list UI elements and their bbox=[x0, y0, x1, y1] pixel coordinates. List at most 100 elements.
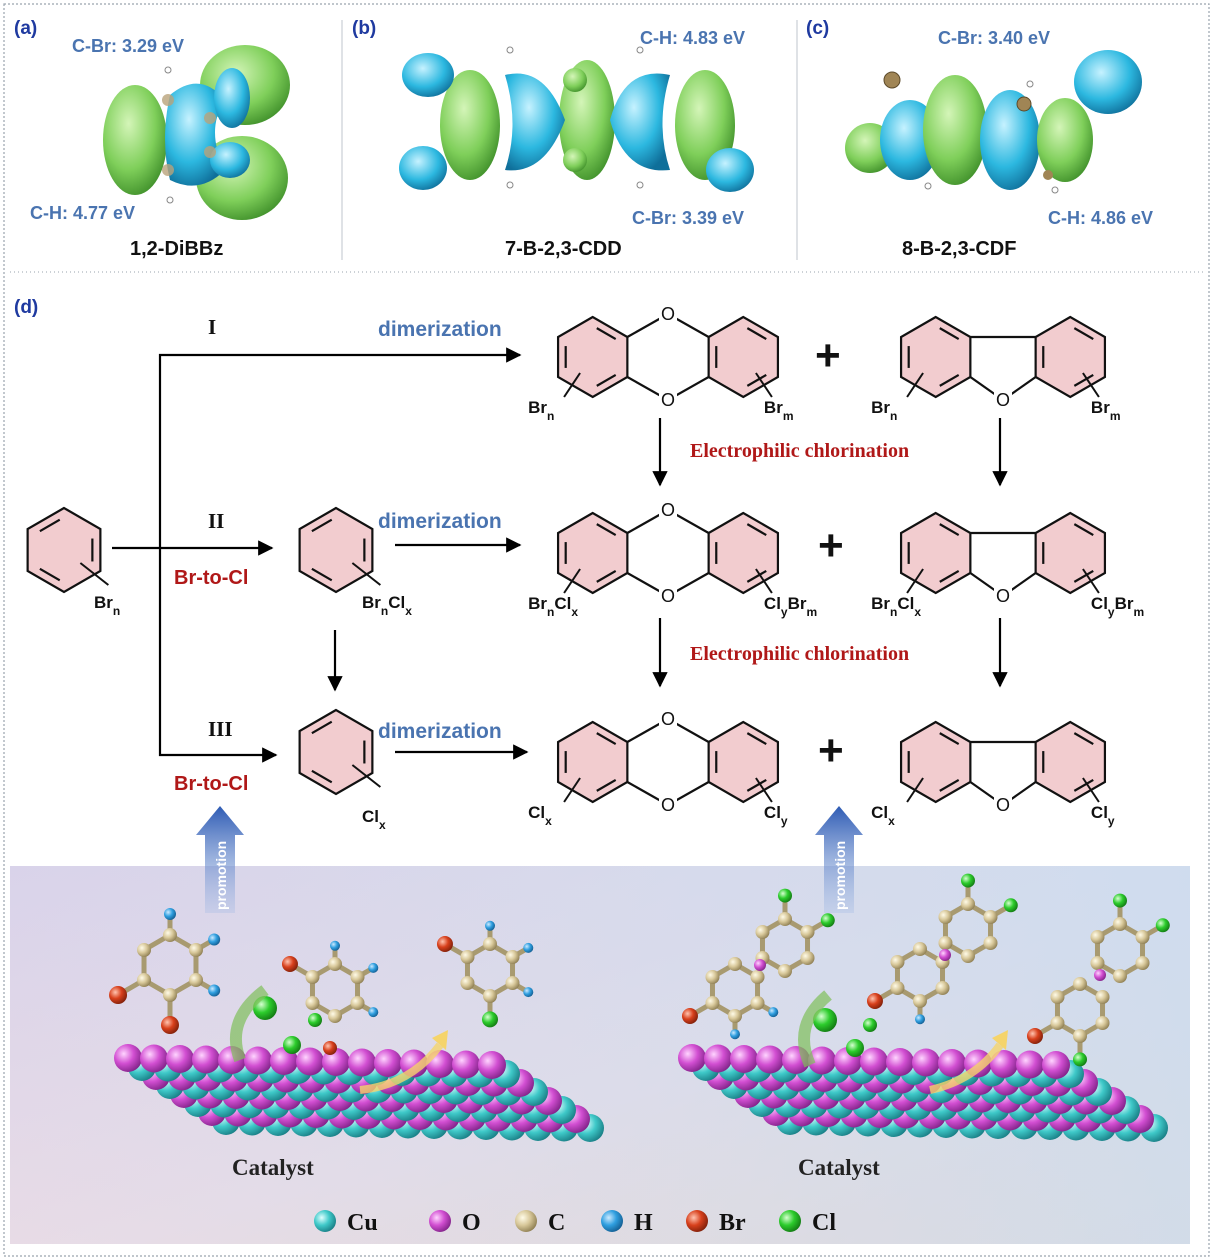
surface-atom-o bbox=[166, 1045, 194, 1073]
substituent-bond bbox=[906, 777, 924, 803]
atom-c bbox=[1135, 956, 1150, 970]
atom-c bbox=[328, 957, 342, 971]
subscript: m bbox=[783, 409, 794, 423]
atom-c bbox=[983, 936, 998, 950]
atom-h bbox=[506, 181, 514, 189]
atom-c bbox=[163, 928, 177, 942]
route-III-label: III bbox=[208, 717, 233, 741]
atom-c bbox=[505, 950, 520, 964]
atom-c bbox=[305, 996, 320, 1010]
orbital-lobe bbox=[980, 90, 1040, 190]
atom-c bbox=[935, 981, 950, 995]
atom-h bbox=[1026, 80, 1034, 88]
benzene-ring bbox=[556, 511, 629, 595]
atom-c bbox=[188, 943, 203, 957]
surface-atom-o bbox=[1016, 1050, 1044, 1079]
br-to-cl-label-III: Br-to-Cl bbox=[174, 773, 248, 795]
route-I-label: I bbox=[208, 315, 216, 339]
atom-br bbox=[866, 993, 883, 1009]
legend-label-o: O bbox=[462, 1210, 481, 1236]
legend-swatch-c bbox=[515, 1210, 537, 1232]
element-symbol: Cl bbox=[362, 807, 379, 826]
atom-c bbox=[137, 943, 152, 957]
oxygen-bg bbox=[659, 390, 677, 410]
oxygen-atom: O bbox=[996, 390, 1010, 410]
atom-h bbox=[506, 46, 514, 54]
panel-a: (a) C-Br: 3.29 eV C-H: 4.77 eV 1,2-DiBBz bbox=[14, 18, 290, 260]
legend-label-cl: Cl bbox=[812, 1210, 836, 1236]
atom-cl bbox=[308, 1013, 322, 1027]
double-bond bbox=[596, 327, 617, 341]
subscript: x bbox=[571, 605, 578, 619]
atom-h bbox=[768, 1007, 779, 1018]
reaction-flow-arrow bbox=[359, 1042, 444, 1094]
atom-cl bbox=[961, 873, 975, 888]
panel-a-tag: (a) bbox=[14, 18, 37, 39]
atom-c bbox=[1073, 977, 1087, 991]
atom-cl bbox=[863, 1018, 877, 1032]
panel-c-cbr-energy: C-Br: 3.40 eV bbox=[938, 28, 1050, 48]
surface-atom-o bbox=[860, 1047, 888, 1076]
atom-c bbox=[778, 912, 792, 926]
panel-c-molecule-name: 8-B-2,3-CDF bbox=[902, 238, 1016, 260]
panel-c-ch-energy: C-H: 4.86 eV bbox=[1048, 208, 1153, 228]
oxygen-bg bbox=[659, 709, 677, 729]
atom-c bbox=[983, 910, 998, 924]
double-bond bbox=[746, 373, 767, 387]
atom-cl bbox=[846, 1039, 864, 1057]
atom-c bbox=[1043, 170, 1053, 180]
atom-c bbox=[800, 925, 815, 939]
halobenzene: Clx bbox=[298, 708, 386, 832]
substituent-label: Brn bbox=[94, 593, 120, 618]
double-bond bbox=[746, 732, 767, 746]
substituent-label-left: Brn bbox=[528, 398, 554, 423]
panel-d: (d) I II III Br-to-Cl Br-to-Cl dimerizat… bbox=[14, 297, 1144, 832]
double-bond bbox=[939, 732, 960, 746]
atom-cl bbox=[813, 1008, 837, 1032]
benzene-ring bbox=[707, 315, 780, 399]
double-bond bbox=[746, 523, 767, 537]
double-bond bbox=[311, 769, 333, 784]
catalyst-label-right: Catalyst bbox=[798, 1155, 880, 1180]
legend-label-br: Br bbox=[719, 1210, 746, 1236]
substituent-bond bbox=[755, 372, 773, 398]
legend-label-cu: Cu bbox=[347, 1210, 378, 1236]
substituent-label-right: Cly bbox=[764, 803, 788, 828]
electrophilic-chlorination-label-2: Electrophilic chlorination bbox=[690, 643, 909, 665]
panel-b-tag: (b) bbox=[352, 18, 376, 39]
element-symbol: Cl bbox=[764, 803, 781, 822]
double-bond bbox=[939, 373, 960, 387]
element-symbol: Cl bbox=[528, 803, 545, 822]
atom-c bbox=[938, 910, 953, 924]
catalyst-label-left: Catalyst bbox=[232, 1155, 314, 1180]
oxygen-bg bbox=[659, 304, 677, 324]
reaction-flow-arrowhead bbox=[992, 1030, 1008, 1050]
benzene-ring bbox=[298, 708, 374, 796]
oxygen-atom: O bbox=[996, 795, 1010, 815]
subscript: m bbox=[1134, 605, 1145, 619]
atom-br bbox=[436, 936, 453, 952]
substituent-bond bbox=[351, 764, 381, 788]
subscript: n bbox=[890, 409, 897, 423]
double-bond bbox=[596, 778, 617, 792]
orbital-lobe bbox=[214, 68, 250, 128]
element-symbol: Br bbox=[362, 593, 381, 612]
atom-cl bbox=[1073, 1052, 1087, 1067]
subscript: n bbox=[381, 604, 388, 618]
oxygen-atom: O bbox=[661, 586, 675, 606]
electrophilic-chlorination-label-1: Electrophilic chlorination bbox=[690, 440, 909, 462]
legend-swatch-cu bbox=[314, 1210, 336, 1232]
element-symbol: Cl bbox=[1091, 803, 1108, 822]
double-bond bbox=[746, 569, 767, 583]
substituent-label: BrnClx bbox=[362, 593, 412, 618]
double-bond bbox=[311, 720, 333, 735]
oxygen-atom: O bbox=[661, 390, 675, 410]
orbital-lobe bbox=[165, 83, 225, 186]
atom-c bbox=[1090, 956, 1105, 970]
double-bond bbox=[939, 569, 960, 583]
atom-h bbox=[636, 46, 644, 54]
orbital-lobe bbox=[402, 53, 454, 97]
